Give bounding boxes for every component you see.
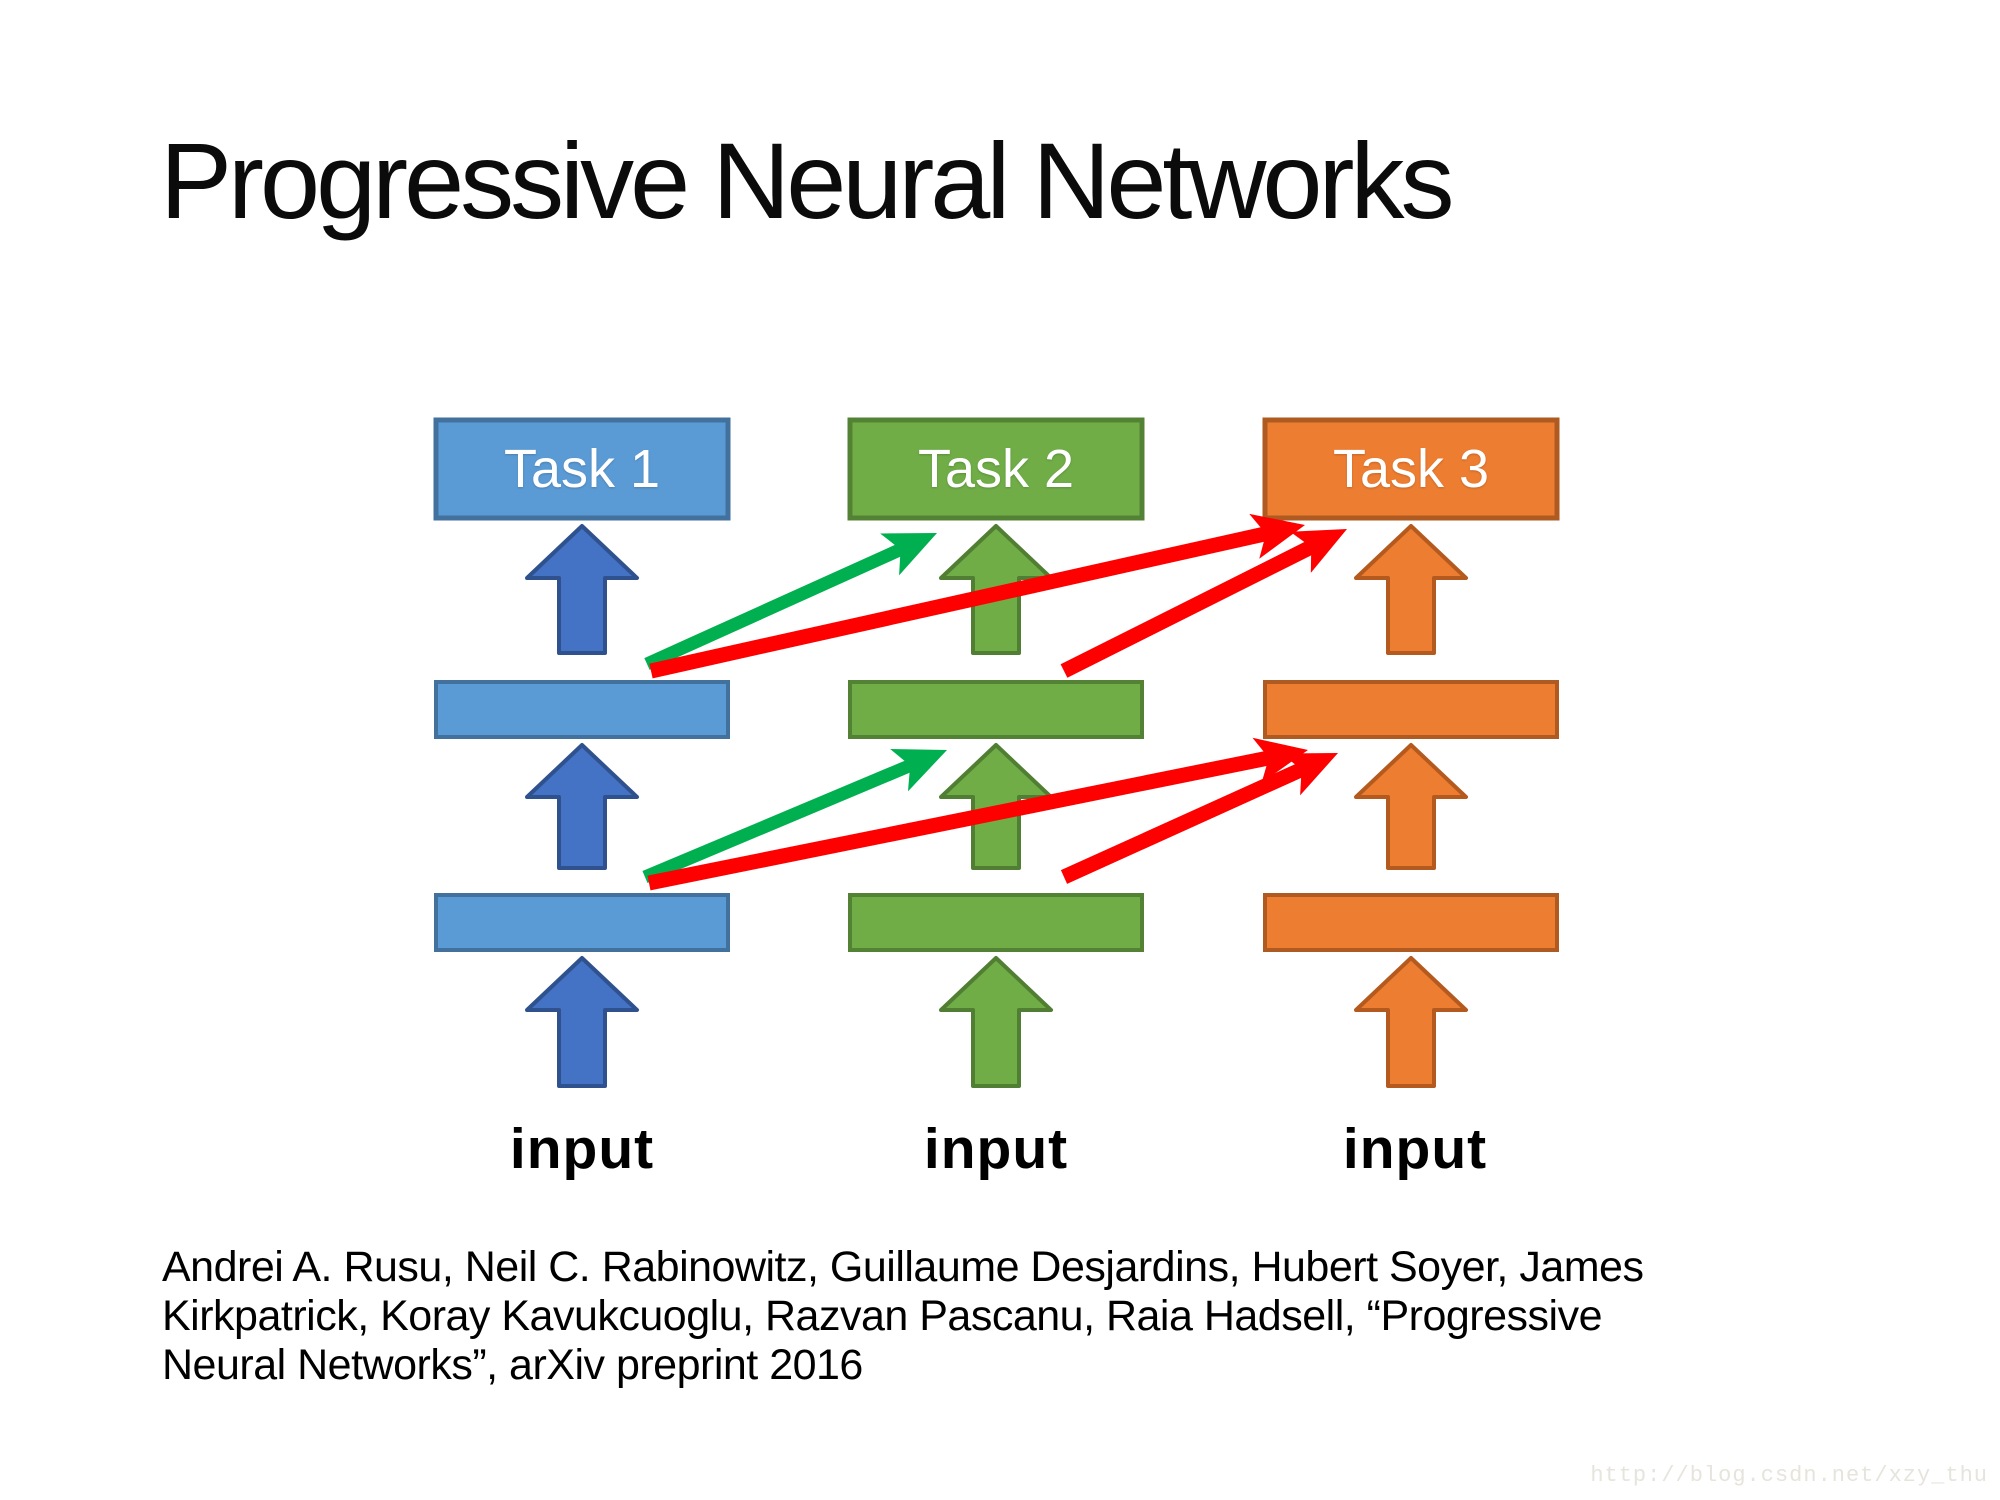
transfer-arrow-task2-to-task3-upper	[1060, 529, 1347, 678]
citation-line-1: Andrei A. Rusu, Neil C. Rabinowitz, Guil…	[162, 1243, 1644, 1291]
citation-line-3: Neural Networks”, arXiv preprint 2016	[162, 1341, 863, 1389]
task2-hidden-layer-2-bar	[848, 680, 1144, 739]
task3-up-arrow-3	[1354, 524, 1468, 655]
transfer-arrow-task1-to-task2-upper	[644, 533, 938, 670]
task3-hidden-layer-2-bar	[1263, 680, 1559, 739]
page-title: Progressive Neural Networks	[160, 120, 1454, 241]
citation-line-2: Kirkpatrick, Koray Kavukcuoglu, Razvan P…	[162, 1292, 1603, 1340]
task1-up-arrow-2	[525, 743, 639, 870]
task1-up-arrow-3	[525, 524, 639, 655]
task1-box-label: Task 1	[503, 439, 661, 499]
task3-up-arrow-1	[1354, 956, 1468, 1088]
task3-hidden-layer-1-bar	[1263, 893, 1559, 952]
task1-hidden-layer-1-bar	[434, 893, 730, 952]
transfer-arrow-task1-to-task3-upper	[649, 513, 1305, 679]
task3-input-label: input	[1342, 1117, 1488, 1181]
task2-box	[847, 417, 1145, 521]
transfer-arrow-task2-to-task3-lower	[1060, 753, 1338, 884]
task3-box	[1262, 417, 1560, 521]
task2-box-label: Task 2	[917, 439, 1075, 499]
task1-input-label: input	[509, 1117, 655, 1181]
transfer-arrow-task1-to-task3-lower	[647, 737, 1309, 891]
task1-box	[433, 417, 731, 521]
task2-input-label: input	[923, 1117, 1069, 1181]
watermark-url: http://blog.csdn.net/xzy_thu	[1590, 1463, 1988, 1488]
task2-hidden-layer-1-bar	[848, 893, 1144, 952]
transfer-arrow-task1-to-task2-lower	[642, 748, 948, 883]
task1-hidden-layer-2-bar	[434, 680, 730, 739]
citation-text: Andrei A. Rusu, Neil C. Rabinowitz, Guil…	[162, 1243, 1644, 1390]
task2-up-arrow-1	[939, 956, 1053, 1088]
task3-box-label: Task 3	[1332, 439, 1490, 499]
task1-up-arrow-1	[525, 956, 639, 1088]
task3-up-arrow-2	[1354, 743, 1468, 870]
